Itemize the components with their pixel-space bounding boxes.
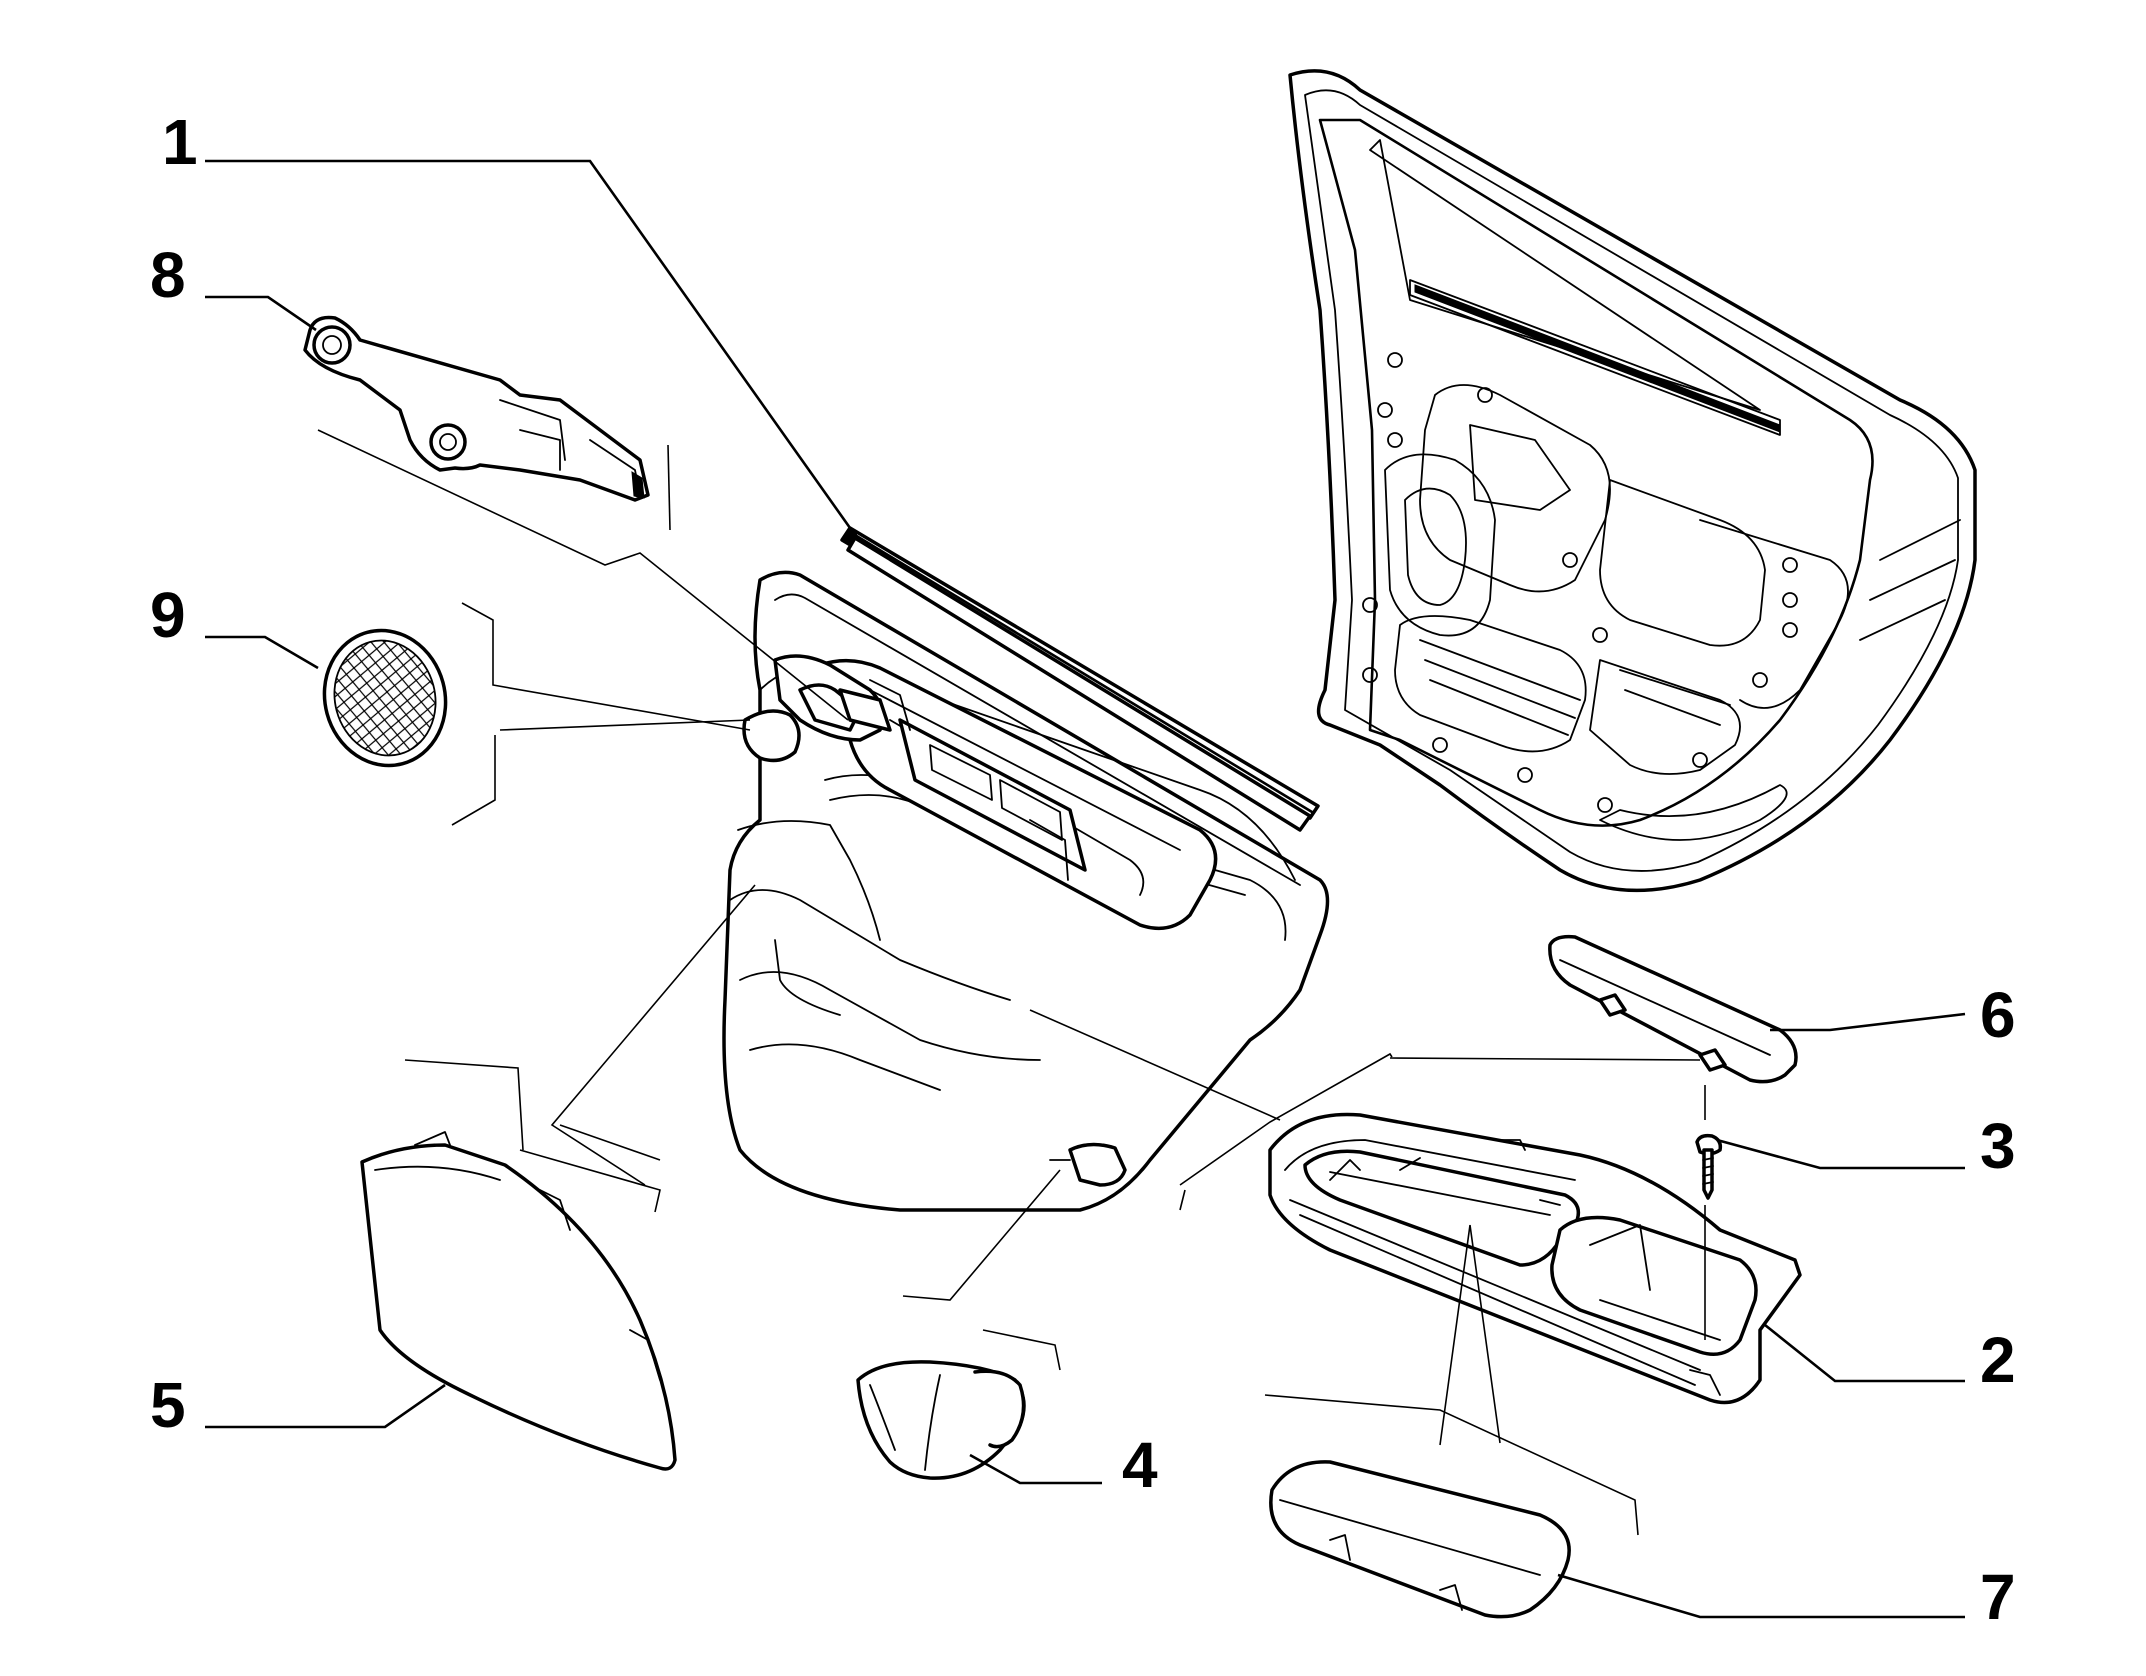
part-5-lower-panel-cover (360, 1131, 677, 1471)
part-7-pocket-lid (1269, 1460, 1571, 1619)
part-6-switch-panel-cover (1548, 934, 1798, 1084)
callout-1: 1 (162, 106, 198, 178)
leader-9 (205, 635, 319, 670)
part-8-handle-bracket (303, 315, 650, 502)
part-3-screw (1695, 1133, 1723, 1200)
assembly-guide-lines (317, 429, 1706, 1536)
callout-8: 8 (150, 239, 186, 311)
part-1-window-weatherstrip (840, 526, 1320, 832)
leader-5 (205, 1383, 446, 1429)
callout-7: 7 (1980, 1561, 2016, 1633)
leader-6 (1770, 1012, 1966, 1032)
part-2-armrest-pull-cup (1268, 1112, 1802, 1405)
leader-1 (205, 159, 857, 536)
callout-9: 9 (150, 579, 186, 651)
leader-4 (969, 1453, 1102, 1485)
leader-7 (1557, 1573, 1965, 1619)
callout-2: 2 (1980, 1324, 2016, 1396)
callout-leader-lines (205, 159, 1966, 1619)
part-4-interior-handle-cup (856, 1360, 1026, 1480)
part-9-speaker-grille (322, 628, 448, 768)
callout-4: 4 (1122, 1429, 1158, 1501)
door-frame (1288, 69, 1977, 893)
leader-8 (205, 295, 317, 332)
door-trim-panel (722, 570, 1330, 1212)
callout-6: 6 (1980, 979, 2016, 1051)
callout-labels: 1 8 9 5 4 6 3 2 7 (150, 106, 2016, 1633)
leader-2 (1764, 1323, 1965, 1383)
callout-5: 5 (150, 1369, 186, 1441)
leader-3 (1716, 1138, 1965, 1170)
callout-3: 3 (1980, 1110, 2016, 1182)
